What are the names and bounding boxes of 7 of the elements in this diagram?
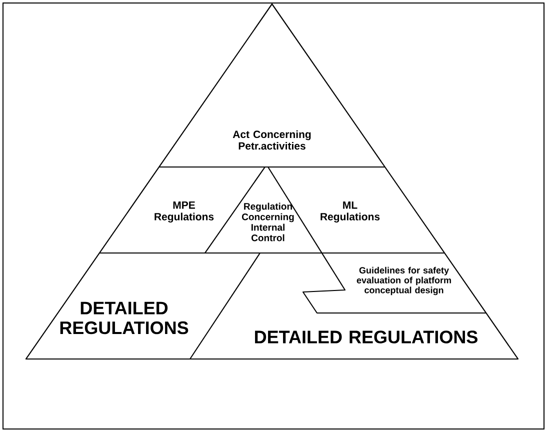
heading-text: DETAILED REGULATIONS	[60, 302, 188, 334]
region-label: Regulation Concerning Internal Control	[242, 202, 294, 242]
region-label: Guidelines for safety evaluation of platform conceptual design	[356, 266, 451, 296]
heading-text: DETAILED REGULATIONS	[255, 330, 478, 344]
region-label: Act Concerning Petr.activities	[232, 130, 311, 150]
region-label: MPE Regulations	[154, 201, 214, 223]
region-label: ML Regulations	[320, 201, 380, 223]
